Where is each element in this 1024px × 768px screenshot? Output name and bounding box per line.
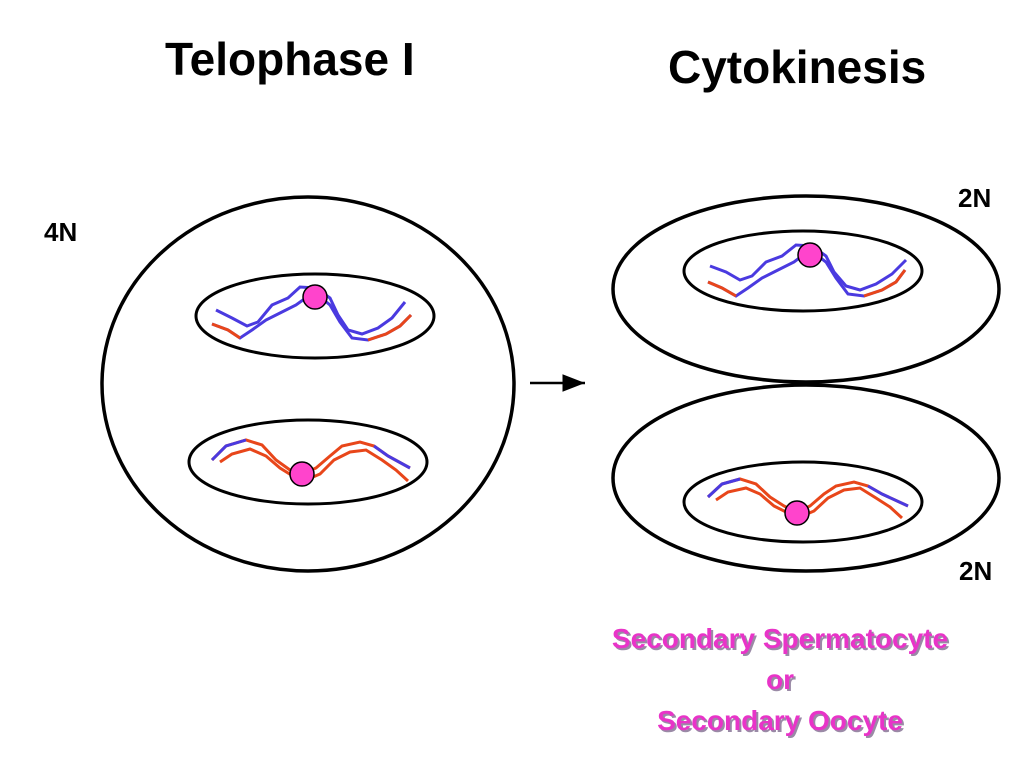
parent-upper-centromere: [302, 284, 328, 310]
parent-lower-nucleus: [187, 418, 429, 506]
bottom-daughter-ploidy-label: 2N: [959, 556, 993, 586]
cell-type-caption: Secondary Spermatocyte or Secondary Oocy…: [560, 618, 1000, 741]
parent-upper-nucleus: [194, 272, 436, 360]
bottom-daughter-centromere: [784, 500, 810, 526]
parent-cell-membrane: [100, 195, 516, 573]
top-daughter-ploidy-label: 2N: [958, 183, 992, 213]
top-daughter-centromere: [797, 242, 823, 268]
cytokinesis-title: Cytokinesis: [668, 41, 927, 93]
caption-line-oocyte: Secondary Oocyte: [657, 705, 903, 736]
parent-ploidy-label: 4N: [44, 217, 78, 247]
bottom-daughter-cell-membrane: [611, 383, 1001, 573]
caption-line-or: or: [766, 664, 794, 695]
top-daughter-nucleus: [682, 229, 924, 313]
telophase-title: Telophase I: [165, 33, 415, 85]
caption-line-spermatocyte: Secondary Spermatocyte: [611, 623, 949, 654]
parent-lower-centromere: [289, 461, 315, 487]
top-daughter-cell-membrane: [611, 194, 1001, 384]
bottom-daughter-nucleus: [682, 460, 924, 544]
